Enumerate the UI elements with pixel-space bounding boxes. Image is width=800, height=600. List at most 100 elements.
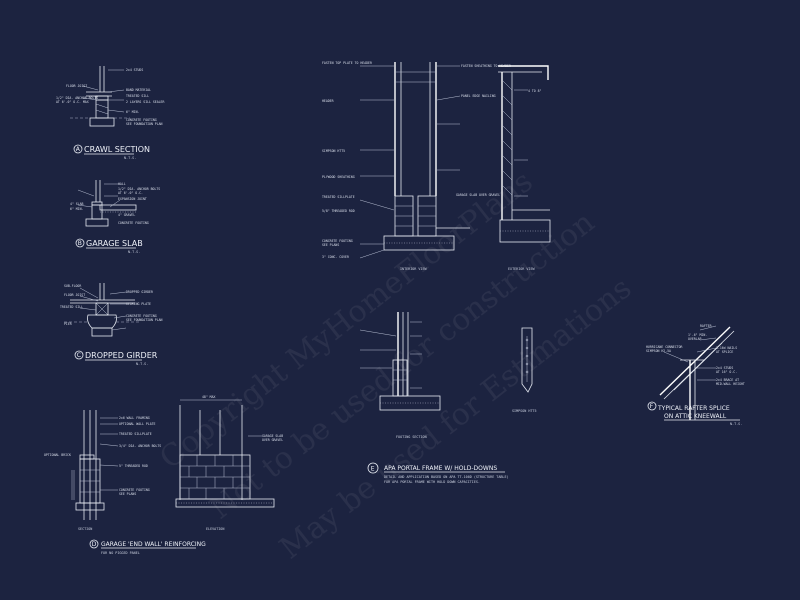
rafter-note-nails: 3-16d NAILS bbox=[716, 346, 737, 350]
portal-note-sheathing: PLYWOOD SHEATHING bbox=[322, 175, 355, 179]
girder-detail-scale: N.T.S. bbox=[136, 362, 148, 366]
girder-detail-title: DROPPED GIRDER bbox=[85, 351, 158, 360]
endwall-detail-scale: FOR NO PIGGED PANEL bbox=[101, 551, 140, 555]
portal-note-sill: TREATED SILLPLATE bbox=[322, 195, 355, 199]
rafter-detail-number: F bbox=[650, 403, 654, 410]
rafter-detail-title: TYPICAL RAFTER SPLICE bbox=[657, 405, 730, 412]
detail-garage-end-wall: 2x6 WALL FRAMING OPTIONAL WALL PLATE TRE… bbox=[44, 395, 283, 555]
portal-note-seeplans: SEE PLANS bbox=[322, 243, 339, 247]
portal-note-edge-nailing: PANEL EDGE NAILING bbox=[461, 94, 496, 98]
crawl-note-band: BAND MATERIAL bbox=[126, 88, 151, 92]
girder-note-subfloor: SUB-FLOOR bbox=[64, 284, 81, 288]
crawl-note-joist: FLOOR JOIST bbox=[66, 84, 87, 88]
rafter-note-studs: 2x4 STUDS bbox=[716, 366, 733, 370]
slab-detail-number: B bbox=[78, 240, 82, 247]
crawl-note-bolts: 1/2" DIA. ANCHOR BOLTS bbox=[56, 96, 98, 100]
endwall-note-rod: 5" THREADED ROD bbox=[119, 464, 148, 468]
girder-note-seeplan: SEE FOUNDATION PLAN bbox=[126, 318, 163, 322]
portal-note-htt5: SIMPSON HTT5 bbox=[322, 149, 345, 153]
slab-detail-scale: N.T.S. bbox=[128, 250, 140, 254]
rafter-note-spacing: AT 16" O.C. bbox=[716, 370, 737, 374]
girder-detail-bubble bbox=[74, 350, 84, 360]
rafter-note-brace: 2x4 BRACE AT bbox=[716, 378, 739, 382]
girder-note-girder: DROPPED GIRDER bbox=[126, 290, 153, 294]
slab-note-slab: 4" SLAB bbox=[70, 202, 84, 206]
rafter-note-overlap-len: 1'-6" MIN. bbox=[688, 333, 707, 337]
crawl-note-sealer: 2 LAYERS SILL SEALER bbox=[126, 100, 164, 104]
slab-detail-title: GARAGE SLAB bbox=[86, 239, 143, 248]
endwall-note-slab: GARAGE SLAB bbox=[262, 434, 283, 438]
rafter-note-rafter: RAFTER bbox=[700, 324, 712, 328]
rafter-detail-scale: N.T.S. bbox=[730, 422, 742, 426]
slab-note-bolts: 1/2" DIA. ANCHOR BOLTS bbox=[118, 187, 160, 191]
endwall-note-footing: CONCRETE FOOTING bbox=[119, 488, 150, 492]
portal-view-exterior: EXTERIOR VIEW bbox=[508, 267, 535, 271]
portal-note-fasten-sheathing: FASTEN SHEATHING TO HEADER bbox=[461, 64, 511, 68]
girder-note-footing: CONCRETE FOOTING bbox=[126, 314, 157, 318]
crawl-detail-scale: N.T.S. bbox=[124, 156, 136, 160]
crawl-detail-number: A bbox=[76, 146, 81, 153]
endwall-note-sill: TREATED SILLPLATE bbox=[119, 432, 152, 436]
rafter-note-at-splice: AT SPLICE bbox=[716, 350, 733, 354]
crawl-note-min: 6" MIN. bbox=[126, 110, 140, 114]
portal-note-topplate: FASTEN TOP PLATE TO HEADER bbox=[322, 61, 372, 65]
endwall-section-label: SECTION bbox=[78, 527, 92, 531]
crawl-note-studs: 2x4 STUDS bbox=[126, 68, 143, 72]
crawl-detail-bubble bbox=[73, 144, 83, 154]
rafter-detail-bubble bbox=[647, 401, 657, 411]
endwall-note-plate: OPTIONAL WALL PLATE bbox=[119, 422, 156, 426]
portal-view-footing: FOOTING SECTION bbox=[396, 435, 427, 439]
portal-detail-subtitle-1: DETAIL AND APPLICATION BASED ON APA TT-1… bbox=[384, 475, 509, 479]
portal-note-header: HEADER bbox=[322, 99, 334, 103]
portal-note-cover: 3" CONC. COVER bbox=[322, 255, 349, 259]
girder-note-bearing: BEARING PLATE bbox=[126, 302, 151, 306]
rafter-note-connector: HURRICANE CONNECTOR bbox=[646, 345, 683, 349]
portal-detail-number: E bbox=[371, 466, 375, 473]
portal-note-garage-slab: GARAGE SLAB OVER GRAVEL bbox=[456, 193, 500, 197]
slab-note-min: 6" MIN. bbox=[70, 207, 84, 211]
portal-view-interior: INTERIOR VIEW bbox=[400, 267, 427, 271]
girder-note-pier: PIER bbox=[64, 322, 72, 326]
endwall-detail-number: D bbox=[92, 541, 97, 548]
detail-dropped-girder: SUB-FLOOR FLOOR JOIST TREATED SILL DROPP… bbox=[60, 283, 163, 366]
portal-view-htt5: SIMPSON HTT5 bbox=[512, 409, 537, 413]
rafter-detail-title-2: ON ATTIC KNEEWALL bbox=[664, 413, 727, 420]
slab-note-joint: EXPANSION JOINT bbox=[118, 197, 147, 201]
crawl-detail-title: CRAWL SECTION bbox=[84, 145, 150, 154]
crawl-note-bolts-spacing: AT 6'-0" O.C. MAX bbox=[56, 100, 89, 104]
portal-note-4to8: 4 TO 8" bbox=[528, 89, 542, 93]
detail-portal-frame: FASTEN TOP PLATE TO HEADER HEADER SIMPSO… bbox=[322, 61, 551, 484]
portal-detail-bubble bbox=[367, 462, 379, 474]
detail-crawl-section: 2x4 STUDS FLOOR JOIST BAND MATERIAL TREA… bbox=[56, 66, 164, 160]
endwall-elevation-label: ELEVATION bbox=[206, 527, 224, 531]
portal-detail-subtitle-2: FOR APA PORTAL FRAME WITH HOLD DOWN CAPA… bbox=[384, 480, 480, 484]
slab-note-gravel: 4" GRAVEL bbox=[118, 213, 135, 217]
girder-note-joist: FLOOR JOIST bbox=[64, 293, 85, 297]
detail-rafter-splice: RAFTER 1'-6" MIN. OVERLAP HURRICANE CONN… bbox=[646, 324, 745, 426]
slab-note-bolts-spacing: AT 6'-0" O.C. bbox=[118, 191, 143, 195]
rafter-note-brace-height: MID-WALL HEIGHT bbox=[716, 382, 745, 386]
girder-detail-number: C bbox=[77, 352, 81, 359]
portal-detail-title: APA PORTAL FRAME W/ HOLD-DOWNS bbox=[384, 465, 497, 472]
crawl-note-sill: TREATED SILL bbox=[126, 94, 149, 98]
crawl-note-seeplan: SEE FOUNDATION PLAN bbox=[126, 122, 163, 126]
endwall-detail-bubble bbox=[89, 539, 99, 549]
slab-note-wall: WALL bbox=[118, 182, 126, 186]
slab-detail-bubble bbox=[75, 238, 85, 248]
portal-note-rod: 5/8" THREADED ROD bbox=[322, 209, 355, 213]
endwall-note-bolts: 3/4" DIA. ANCHOR BOLTS bbox=[119, 444, 161, 448]
girder-note-sill: TREATED SILL bbox=[60, 305, 83, 309]
rafter-note-overlap: OVERLAP bbox=[688, 337, 702, 341]
detail-garage-slab: WALL 1/2" DIA. ANCHOR BOLTS AT 6'-0" O.C… bbox=[70, 180, 160, 254]
rafter-note-simpson: SIMPSON H2.5A bbox=[646, 349, 671, 353]
endwall-detail-title: GARAGE 'END WALL' REINFORCING bbox=[101, 541, 206, 548]
endwall-note-gravel: OVER GRAVEL bbox=[262, 438, 283, 442]
endwall-note-framing: 2x6 WALL FRAMING bbox=[119, 416, 150, 420]
endwall-note-brick: OPTIONAL BRICK bbox=[44, 453, 71, 457]
slab-note-footing: CONCRETE FOOTING bbox=[118, 221, 149, 225]
portal-note-footing: CONCRETE FOOTING bbox=[322, 239, 353, 243]
crawl-note-footing: CONCRETE FOOTING bbox=[126, 118, 157, 122]
endwall-dim: 48" MAX bbox=[202, 395, 216, 399]
